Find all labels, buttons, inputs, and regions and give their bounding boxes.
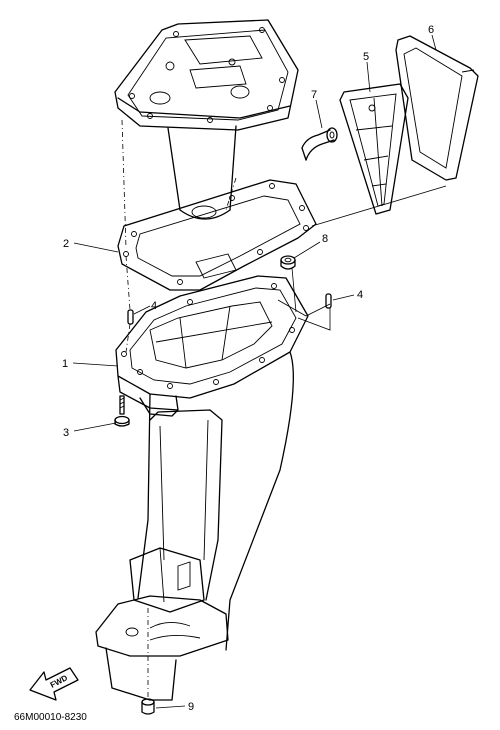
exhaust-guide-plate	[114, 19, 299, 220]
gasket-frame-6	[395, 35, 479, 181]
callout-labels: 2 1 3 4 4 5 6 7 8 9	[62, 24, 434, 713]
hose-grommet-7	[301, 127, 338, 161]
callout-4-left: 4	[151, 300, 157, 312]
grille-screen-5	[339, 83, 409, 215]
bolt-3	[114, 395, 130, 427]
callout-8: 8	[322, 233, 328, 245]
callout-2: 2	[63, 238, 69, 250]
callout-1: 1	[62, 358, 68, 370]
dowel-pin-4-left	[127, 309, 134, 325]
drain-plug-9	[141, 698, 155, 715]
upper-casing-1	[95, 275, 309, 701]
upper-gasket-2	[117, 179, 317, 291]
bushing-8	[280, 255, 296, 270]
callout-7: 7	[311, 89, 317, 101]
fwd-arrow-icon: FWD	[29, 667, 79, 701]
callout-3: 3	[63, 427, 69, 439]
callout-4-right: 4	[357, 289, 363, 301]
fwd-label: FWD	[49, 673, 70, 690]
alignment-lines	[121, 119, 447, 700]
drawing-code: 66M00010-8230	[14, 712, 87, 723]
callout-6: 6	[428, 24, 434, 36]
callout-5: 5	[363, 51, 369, 63]
leader-lines	[72, 34, 437, 709]
dowel-pin-4-right	[325, 293, 332, 309]
callout-9: 9	[188, 701, 194, 713]
